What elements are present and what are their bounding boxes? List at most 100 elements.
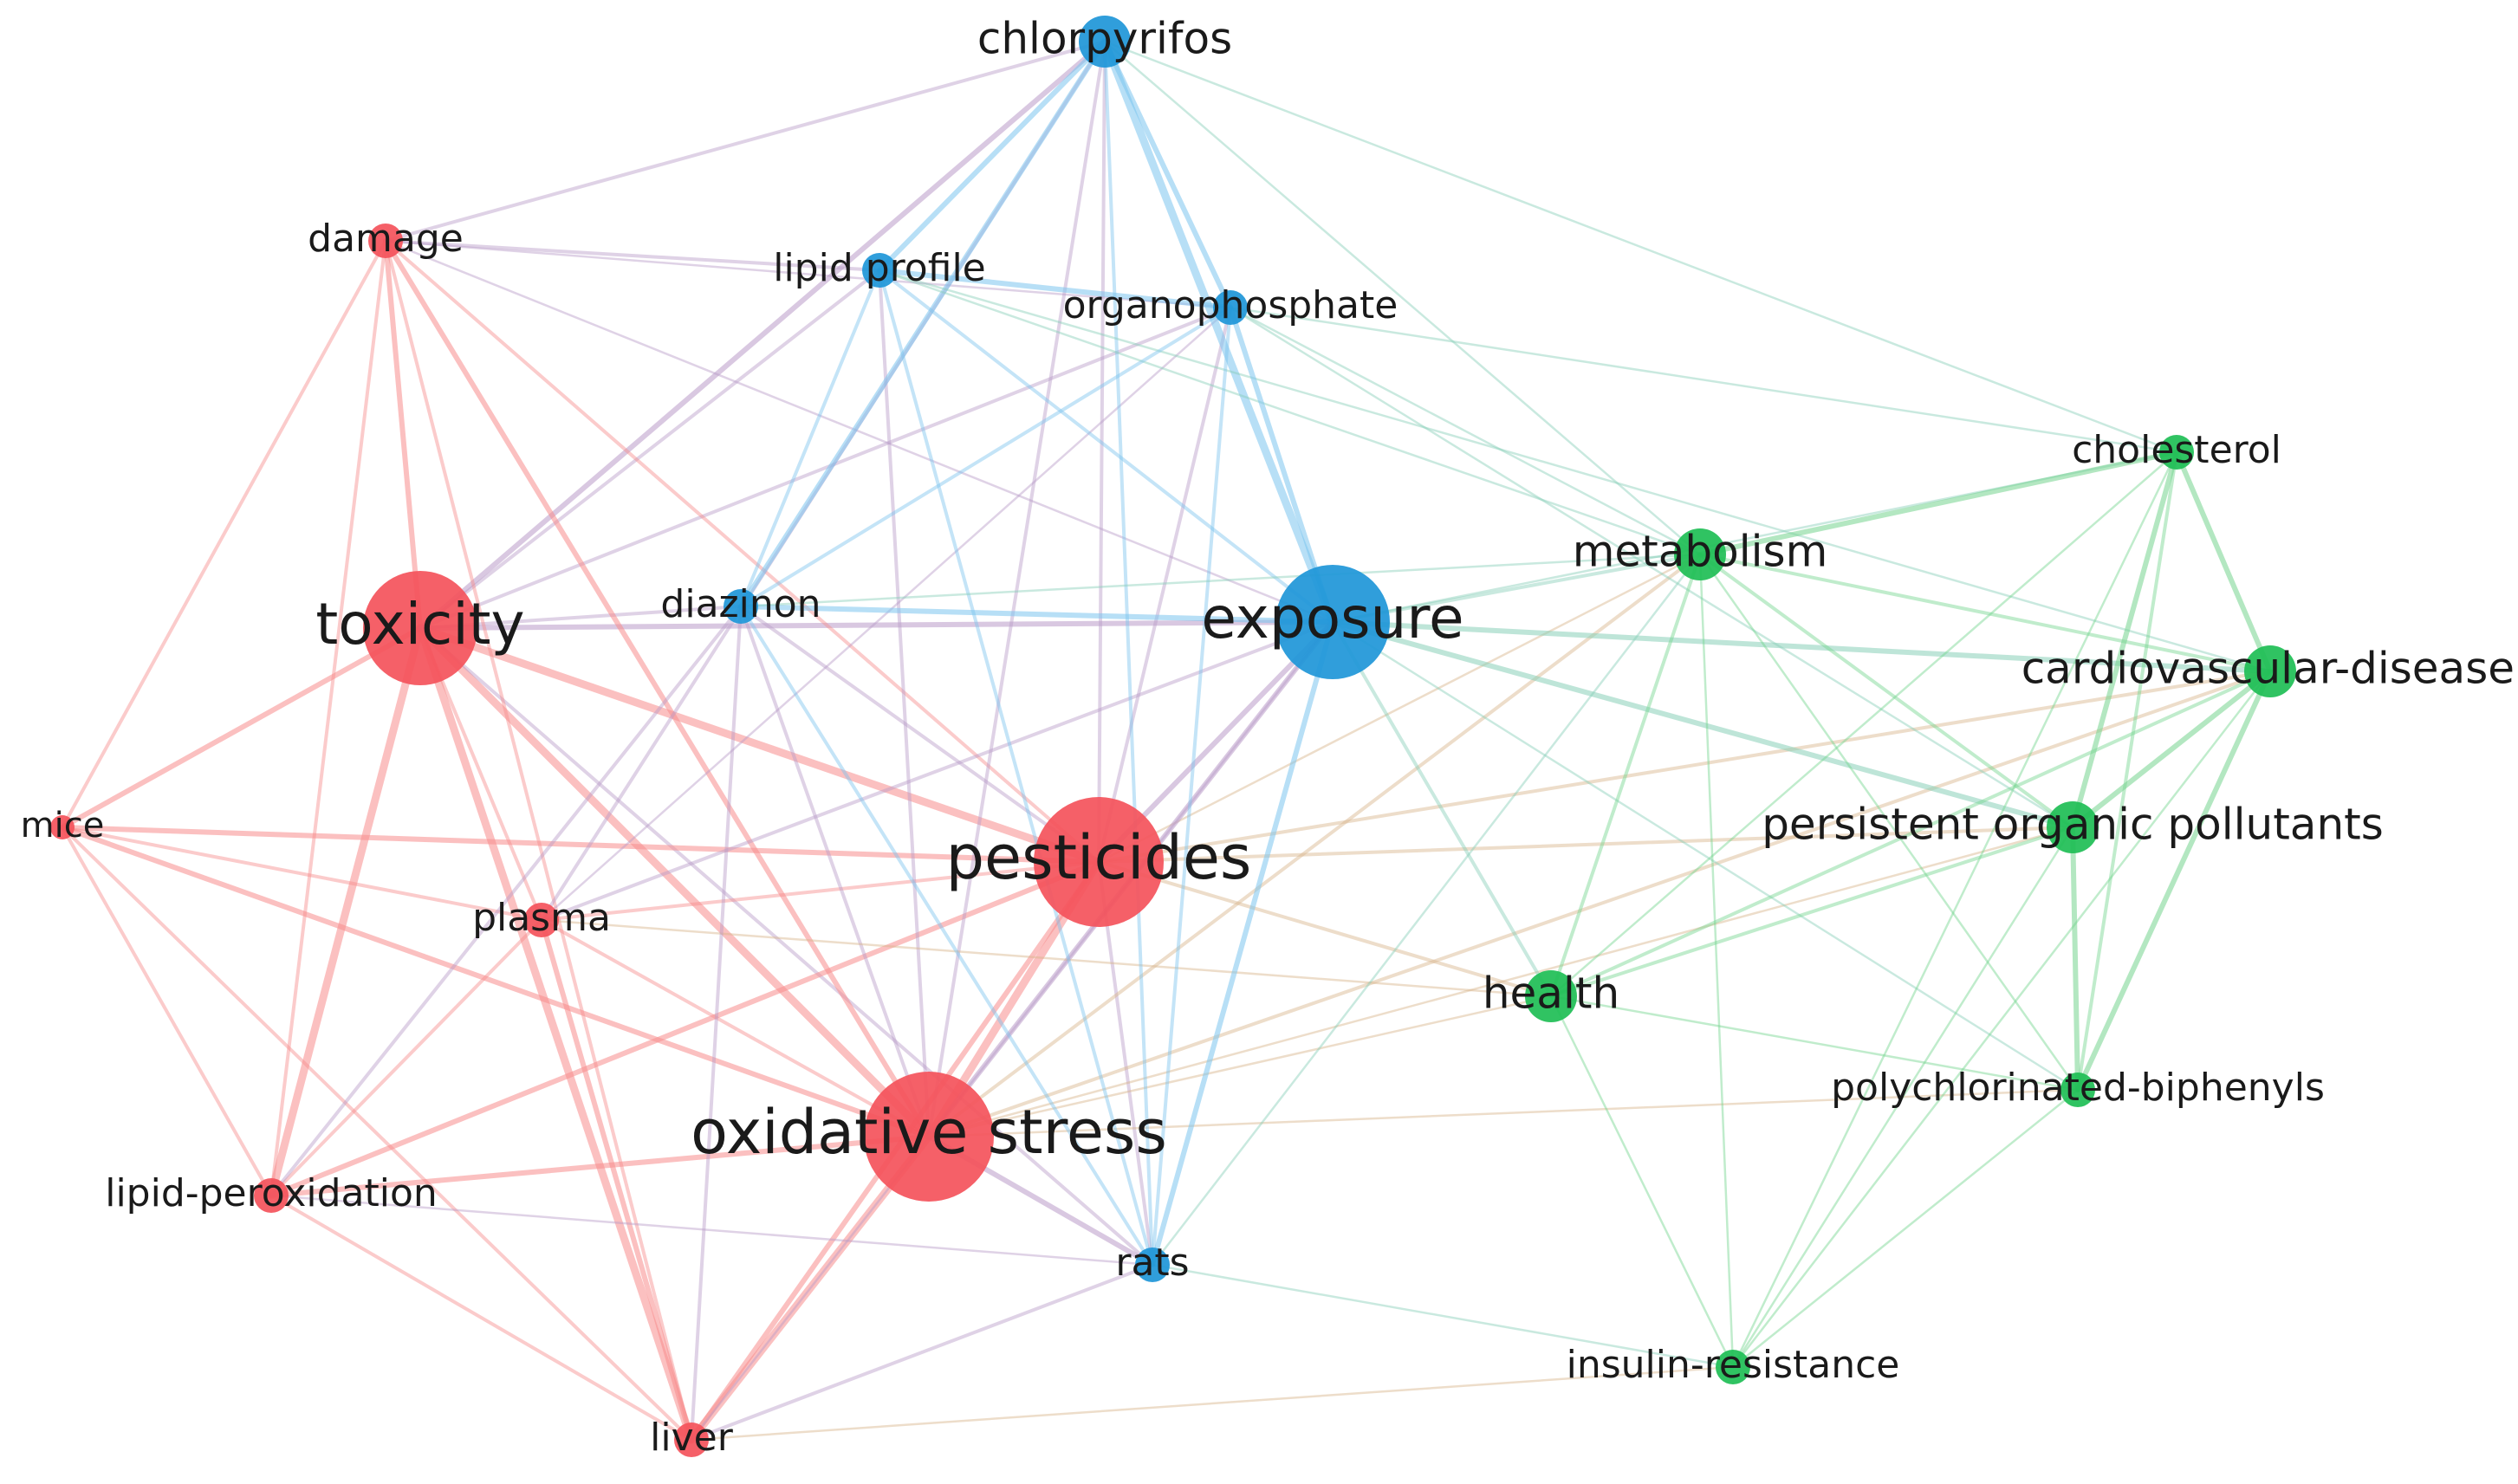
edge-pesticides-organophosphate xyxy=(1097,306,1232,864)
edge-health-insulin_resistance xyxy=(1549,995,1735,1369)
edge-organophosphate-cholesterol xyxy=(1229,306,2178,454)
edge-diazinon-metabolism xyxy=(739,553,1702,608)
edge-rats-insulin_resistance xyxy=(1151,1263,1735,1369)
node-label-polychlorinated_biphenyls: polychlorinated-biphenyls xyxy=(1831,1066,2325,1110)
edge-chlorpyrifos-exposure xyxy=(1100,37,1337,626)
edge-exposure-metabolism xyxy=(1331,553,1702,624)
edge-oxidative_stress-persistent_organic_pollutants xyxy=(927,826,2074,1138)
edge-liver-insulin_resistance xyxy=(690,1365,1735,1442)
edge-damage-organophosphate xyxy=(384,239,1232,309)
edge-chlorpyrifos-metabolism xyxy=(1103,40,1702,556)
edge-oxidative_stress-chlorpyrifos xyxy=(927,40,1106,1138)
edge-toxicity-lipid_peroxidation xyxy=(267,624,425,1200)
edge-pesticides-persistent_organic_pollutants xyxy=(1097,826,2074,864)
edge-lipid_profile-exposure xyxy=(878,269,1334,624)
node-label-rats: rats xyxy=(1115,1241,1189,1285)
node-plasma[interactable] xyxy=(524,903,559,937)
edge-metabolism-cholesterol xyxy=(1697,450,2179,557)
edge-diazinon-exposure xyxy=(738,604,1335,625)
edge-damage-mice xyxy=(61,239,387,829)
edge-cardiovascular_disease-polychlorinated_biphenyls xyxy=(2075,669,2273,1092)
node-liver[interactable] xyxy=(674,1422,709,1457)
edge-oxidative_stress-lipid_peroxidation xyxy=(269,1134,931,1198)
edge-chlorpyrifos-diazinon xyxy=(738,39,1107,609)
edge-cholesterol-cardiovascular_disease xyxy=(2174,450,2273,674)
edge-cholesterol-polychlorinated_biphenyls xyxy=(2076,450,2178,1092)
node-damage[interactable] xyxy=(368,224,403,258)
edge-plasma-lipid_peroxidation xyxy=(269,918,543,1197)
node-layer xyxy=(50,16,2296,1457)
edge-lipid_profile-rats xyxy=(878,269,1154,1267)
node-label-pesticides: pesticides xyxy=(946,822,1252,893)
node-persistent_organic_pollutants[interactable] xyxy=(2047,801,2099,853)
edge-pesticides-health xyxy=(1097,860,1553,998)
node-health[interactable] xyxy=(1525,970,1577,1022)
edge-cardiovascular_disease-insulin_resistance xyxy=(1731,670,2272,1369)
edge-toxicity-exposure xyxy=(418,619,1335,631)
node-label-exposure: exposure xyxy=(1201,585,1463,651)
node-metabolism[interactable] xyxy=(1674,528,1726,580)
edge-pesticides-chlorpyrifos xyxy=(1097,40,1106,864)
node-chlorpyrifos[interactable] xyxy=(1079,16,1131,68)
edge-cholesterol-persistent_organic_pollutants xyxy=(2070,450,2179,830)
node-rats[interactable] xyxy=(1135,1247,1170,1282)
node-label-insulin_resistance: insulin-resistance xyxy=(1567,1343,1900,1387)
edge-cholesterol-health xyxy=(1549,450,2178,998)
edge-damage-chlorpyrifos xyxy=(384,40,1106,243)
edge-exposure-cardiovascular_disease xyxy=(1330,619,2273,674)
edge-chlorpyrifos-rats xyxy=(1103,40,1154,1267)
edge-plasma-liver xyxy=(539,917,694,1442)
node-polychlorinated_biphenyls[interactable] xyxy=(2060,1072,2095,1107)
edge-exposure-health xyxy=(1331,620,1553,998)
edge-exposure-rats xyxy=(1150,619,1335,1267)
node-mice[interactable] xyxy=(50,815,75,839)
edge-lipid_profile-diazinon xyxy=(739,269,881,608)
edge-toxicity-chlorpyrifos xyxy=(418,39,1107,631)
edge-cardiovascular_disease-persistent_organic_pollutants xyxy=(2070,669,2273,830)
node-label-organophosphate: organophosphate xyxy=(1063,283,1399,327)
edge-exposure-persistent_organic_pollutants xyxy=(1330,619,2075,830)
node-organophosphate[interactable] xyxy=(1213,290,1248,325)
edge-lipid_profile-organophosphate xyxy=(877,268,1233,310)
edge-oxidative_stress-damage xyxy=(383,238,931,1139)
node-pesticides[interactable] xyxy=(1034,797,1164,927)
node-lipid_profile[interactable] xyxy=(862,253,897,288)
edge-chlorpyrifos-lipid_profile xyxy=(877,39,1107,273)
node-diazinon[interactable] xyxy=(724,589,758,624)
node-cardiovascular_disease[interactable] xyxy=(2244,645,2296,697)
edge-persistent_organic_pollutants-health xyxy=(1549,826,2074,998)
node-label-mice: mice xyxy=(21,806,105,846)
edge-damage-exposure xyxy=(384,239,1334,624)
edge-metabolism-polychlorinated_biphenyls xyxy=(1698,553,2080,1092)
edge-rats-metabolism xyxy=(1151,553,1702,1267)
node-lipid_peroxidation[interactable] xyxy=(254,1178,289,1213)
edge-diazinon-rats xyxy=(739,605,1154,1267)
edge-liver-diazinon xyxy=(690,605,743,1442)
node-cholesterol[interactable] xyxy=(2159,435,2194,470)
node-toxicity[interactable] xyxy=(363,571,477,685)
edge-plasma-health xyxy=(540,918,1553,998)
edge-plasma-organophosphate xyxy=(540,306,1232,922)
edge-pesticides-lipid_peroxidation xyxy=(269,859,1101,1198)
node-exposure[interactable] xyxy=(1275,565,1390,679)
edge-oxidative_stress-polychlorinated_biphenyls xyxy=(927,1088,2080,1138)
edge-organophosphate-diazinon xyxy=(739,306,1232,608)
node-oxidative_stress[interactable] xyxy=(864,1072,994,1202)
edge-lipid_peroxidation-liver xyxy=(269,1194,693,1442)
node-insulin_resistance[interactable] xyxy=(1716,1350,1750,1384)
edge-health-polychlorinated_biphenyls xyxy=(1549,995,2080,1092)
node-label-cardiovascular_disease: cardiovascular-disease xyxy=(2022,644,2515,694)
node-label-diazinon: diazinon xyxy=(660,582,821,626)
edge-mice-lipid_peroxidation xyxy=(61,826,273,1197)
node-label-lipid_peroxidation: lipid-peroxidation xyxy=(105,1171,438,1215)
edge-oxidative_stress-plasma xyxy=(540,918,931,1138)
edge-damage-lipid_peroxidation xyxy=(269,239,387,1197)
edge-toxicity-pesticides xyxy=(416,624,1103,866)
edge-pesticides-rats xyxy=(1097,860,1154,1267)
edge-pesticides-diazinon xyxy=(739,605,1100,864)
edge-lipid_peroxidation-diazinon xyxy=(269,605,743,1197)
edge-liver-exposure xyxy=(690,620,1334,1442)
edge-toxicity-organophosphate xyxy=(419,306,1232,630)
